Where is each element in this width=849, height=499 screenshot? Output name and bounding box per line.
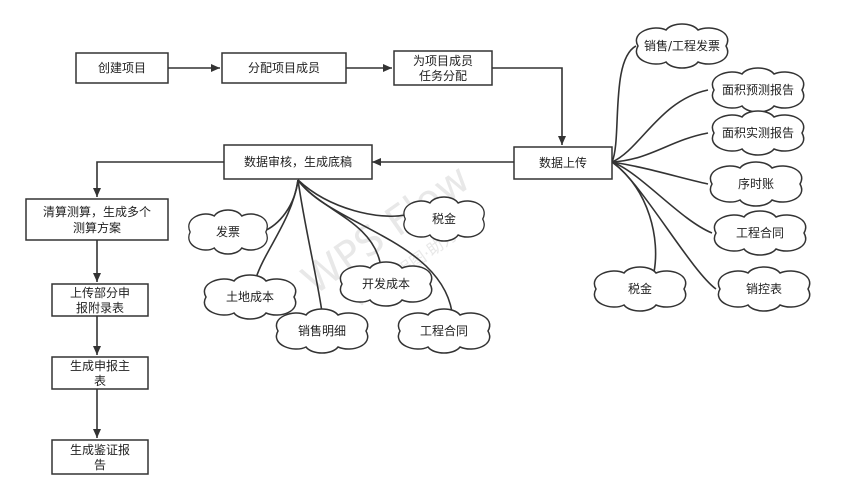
- cloud-area-actual[interactable]: 面积实测报告: [711, 110, 805, 156]
- cloud-area-forecast[interactable]: 面积预测报告: [711, 67, 805, 113]
- cloud-sales-detail-label: 销售明细: [298, 323, 346, 338]
- arrow-review-to-settlement: [93, 161, 224, 197]
- box-upload-attachments-line2: 报附录表: [76, 300, 124, 315]
- box-assign-members-label: 分配项目成员: [248, 61, 320, 75]
- connector-tax-left: [297, 179, 406, 218]
- box-data-review[interactable]: 数据审核，生成底稿: [223, 144, 373, 180]
- box-settlement-calc[interactable]: 清算测算，生成多个 测算方案: [25, 198, 169, 241]
- box-assign-members[interactable]: 分配项目成员: [221, 52, 347, 84]
- connector-engineering-contract-left: [297, 179, 453, 313]
- cloud-engineering-contract-label: 工程合同: [736, 225, 784, 240]
- cloud-ledger-label: 序时账: [738, 176, 774, 191]
- cloud-sales-detail[interactable]: 销售明细: [275, 308, 369, 354]
- box-generate-main-line1: 生成申报主: [70, 358, 130, 373]
- flow-arrows: [93, 64, 566, 438]
- connector-area-forecast: [611, 89, 709, 163]
- box-generate-main-line2: 表: [94, 374, 106, 388]
- cloud-invoice-label: 发票: [216, 224, 240, 239]
- connector-engineering-contract: [611, 161, 713, 234]
- cloud-tax-left-label: 税金: [432, 211, 456, 226]
- cloud-sales-invoice-label: 销售/工程发票: [644, 38, 720, 53]
- box-assign-tasks-line1: 为项目成员: [413, 54, 473, 68]
- cloud-land-cost[interactable]: 土地成本: [203, 274, 297, 320]
- cloud-invoice[interactable]: [188, 209, 268, 255]
- box-upload-attachments-line1: 上传部分申: [70, 285, 130, 300]
- cloud-engineering-contract[interactable]: 工程合同: [713, 210, 807, 256]
- cloud-sales-invoice[interactable]: 销售/工程发票: [635, 23, 729, 69]
- cloud-sales-control-label: 销控表: [746, 282, 782, 296]
- cloud-area-forecast-label: 面积预测报告: [722, 82, 794, 97]
- connector-land-cost: [255, 179, 299, 279]
- cloud-dev-cost-label: 开发成本: [362, 276, 410, 291]
- cloud-sales-control[interactable]: 销控表: [717, 266, 811, 312]
- cloud-area-actual-label: 面积实测报告: [722, 125, 794, 140]
- box-generate-report-line1: 生成鉴证报: [70, 442, 130, 457]
- box-data-review-label: 数据审核，生成底稿: [244, 154, 352, 169]
- cloud-ledger[interactable]: 序时账: [709, 161, 803, 207]
- connector-tax-right: [611, 161, 657, 273]
- cloud-engineering-contract-left[interactable]: 工程合同: [397, 308, 491, 354]
- box-create-project[interactable]: 创建项目: [75, 52, 169, 84]
- box-generate-report-line2: 告: [94, 458, 106, 472]
- connector-sales-invoice: [611, 45, 637, 163]
- box-assign-tasks[interactable]: 为项目成员 任务分配: [393, 50, 493, 86]
- box-settlement-calc-line2: 测算方案: [73, 220, 121, 235]
- upload-connectors: [611, 45, 717, 290]
- box-generate-main[interactable]: 生成申报主 表: [51, 356, 149, 390]
- cloud-tax-left[interactable]: [403, 196, 485, 242]
- connector-area-actual: [611, 132, 709, 163]
- box-generate-report[interactable]: 生成鉴证报 告: [51, 439, 149, 475]
- arrow-tasks-to-upload: [492, 67, 566, 145]
- cloud-engineering-contract-left-label: 工程合同: [420, 323, 468, 338]
- connector-ledger: [611, 161, 709, 185]
- box-upload-attachments[interactable]: 上传部分申 报附录表: [51, 283, 149, 317]
- cloud-land-cost-label: 土地成本: [226, 290, 274, 304]
- cloud-tax-right[interactable]: 税金: [593, 266, 687, 312]
- box-data-upload-label: 数据上传: [539, 155, 587, 170]
- cloud-tax-right-label: 税金: [628, 281, 652, 296]
- cloud-dev-cost[interactable]: 开发成本: [339, 261, 433, 307]
- box-settlement-calc-line1: 清算测算，生成多个: [43, 204, 151, 219]
- box-create-project-label: 创建项目: [98, 61, 146, 75]
- box-assign-tasks-line2: 任务分配: [419, 68, 467, 83]
- box-data-upload[interactable]: 数据上传: [513, 146, 613, 180]
